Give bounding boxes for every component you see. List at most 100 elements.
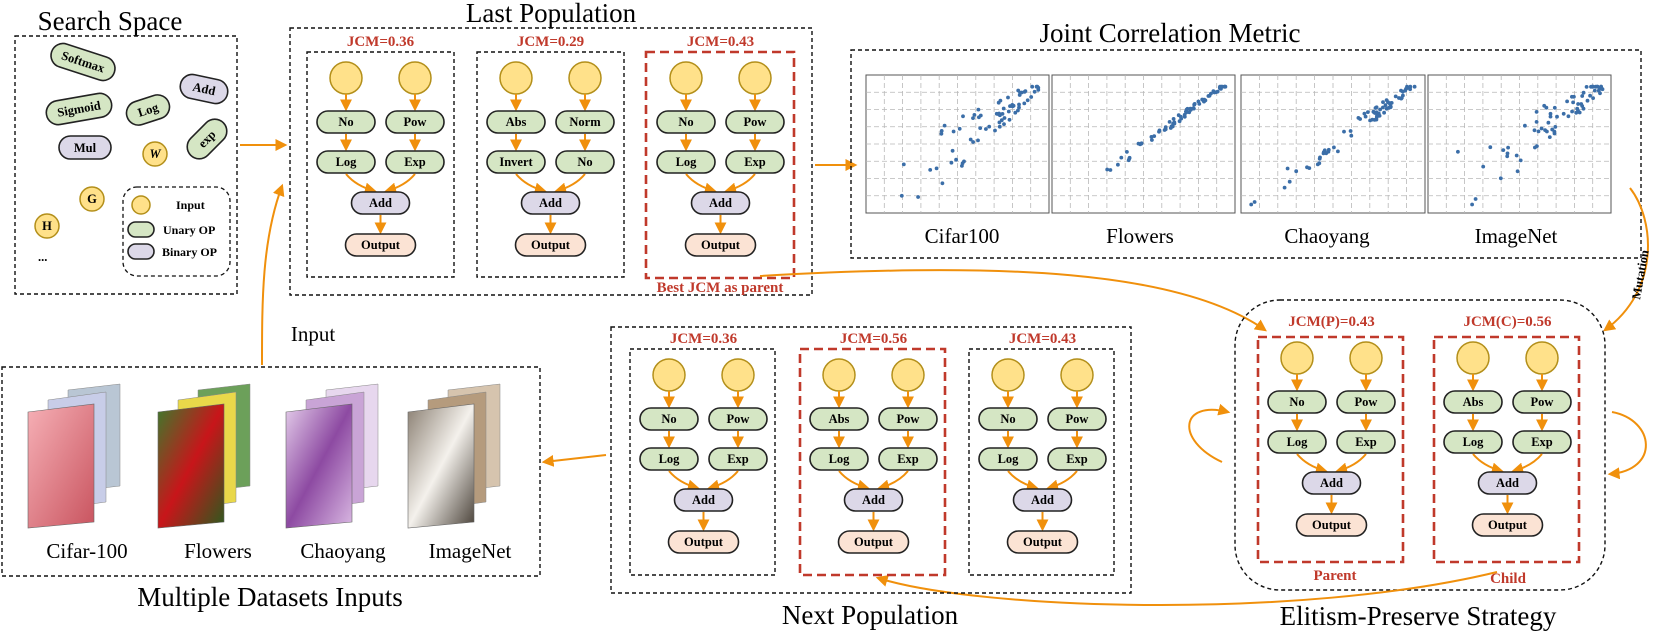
binary-op xyxy=(843,488,904,512)
unary-op-2 xyxy=(1336,390,1396,414)
scatter-point xyxy=(1108,168,1113,172)
unary-op-1-label: No xyxy=(1289,395,1304,409)
scatter-point xyxy=(1321,150,1326,155)
output-node-label: Output xyxy=(1312,518,1352,532)
unary-op-1 xyxy=(809,407,869,431)
scatter-point xyxy=(1600,87,1605,92)
elitism-panel xyxy=(1234,299,1606,591)
binary-op-label: Add xyxy=(1320,476,1343,490)
unary-op-1 xyxy=(978,407,1038,431)
input-node-2 xyxy=(1525,341,1559,375)
scatter-point xyxy=(1184,110,1189,115)
scatter-point xyxy=(1545,129,1549,134)
scatter-point xyxy=(1393,94,1398,99)
binary-op xyxy=(350,191,411,215)
scatter-point xyxy=(984,127,988,131)
plot-label-imagenet: ImageNet xyxy=(1475,224,1558,248)
scatter-point xyxy=(1105,167,1110,172)
scatter-point xyxy=(976,107,981,112)
scatter-point xyxy=(1539,126,1544,131)
scatter-point xyxy=(951,129,956,134)
search-space-panel: Search Space Softmax Add Sigmoid Log exp… xyxy=(14,6,238,295)
scatter-point xyxy=(1032,89,1037,94)
scatter-point xyxy=(1192,106,1196,111)
output-node-label: Output xyxy=(854,535,894,549)
unary-op-4 xyxy=(1336,430,1396,454)
jcm-score: JCM=0.43 xyxy=(687,34,754,50)
scatter-point xyxy=(987,124,992,129)
unary-op-2 xyxy=(385,110,445,134)
output-node-label: Output xyxy=(701,238,741,252)
input-h: H xyxy=(42,219,52,233)
output-node xyxy=(667,530,740,554)
input-label: Input xyxy=(291,322,335,346)
scatter-point xyxy=(1553,125,1558,129)
scatter-point xyxy=(1336,149,1340,154)
scatter-point xyxy=(1514,153,1519,158)
unary-op-1-label: No xyxy=(338,115,353,129)
mutation-label: Mutation xyxy=(1629,249,1651,301)
scatter-point xyxy=(1348,129,1353,133)
output-node-label: Output xyxy=(1488,518,1528,532)
unary-op-1 xyxy=(639,407,699,431)
scatter-point xyxy=(1342,129,1346,134)
scatter-point xyxy=(1591,96,1595,100)
scatter-point xyxy=(1207,93,1212,98)
scatter-point xyxy=(1203,98,1208,103)
scatter-point xyxy=(1318,155,1322,160)
unary-op-1 xyxy=(316,110,376,134)
binary-op xyxy=(1301,471,1362,495)
unary-op-4-label: No xyxy=(577,155,592,169)
scatter-point xyxy=(1252,200,1257,204)
scatter-point xyxy=(1358,117,1362,121)
output-node xyxy=(1295,513,1368,537)
search-space-title: Search Space xyxy=(38,6,183,36)
scatter-point xyxy=(1287,179,1292,184)
scatter-point xyxy=(1381,100,1385,104)
legend-input: Input xyxy=(176,198,205,212)
scatter-point xyxy=(950,148,955,153)
scatter-point xyxy=(1196,99,1201,104)
jcm-score: JCM(P)=0.43 xyxy=(1288,314,1374,330)
scatter-point xyxy=(1548,114,1553,119)
datasets-title: Multiple Datasets Inputs xyxy=(137,582,402,612)
scatter-point xyxy=(939,131,944,136)
scatter-point xyxy=(1552,105,1557,110)
jcm-panel xyxy=(850,49,1642,259)
scatter-point xyxy=(1349,133,1354,138)
scatter-plot-4 xyxy=(1427,74,1612,214)
dataset-stack-3 xyxy=(285,383,379,529)
unary-op-4-label: Exp xyxy=(1066,452,1088,466)
input-node-1 xyxy=(991,358,1025,392)
scatter-point xyxy=(1157,129,1161,134)
output-node-label: Output xyxy=(1023,535,1063,549)
plot-label-cifar100: Cifar100 xyxy=(925,224,1000,248)
unary-op-2 xyxy=(1512,390,1572,414)
scatter-point xyxy=(1371,109,1376,114)
scatter-point xyxy=(1532,128,1537,133)
dataset-stack-4 xyxy=(407,383,501,529)
scatter-point xyxy=(968,137,973,142)
binary-op-label: Add xyxy=(862,493,885,507)
scatter-point xyxy=(1006,109,1011,114)
scatter-point xyxy=(1388,101,1393,106)
scatter-point xyxy=(1498,176,1503,181)
scatter-point xyxy=(1000,112,1005,116)
unary-op-1-label: Abs xyxy=(506,115,527,129)
dataset-label-chaoyang: Chaoyang xyxy=(300,539,386,563)
scatter-point xyxy=(1534,120,1539,124)
scatter-point xyxy=(997,124,1002,129)
scatter-point xyxy=(1007,117,1012,122)
scatter-point xyxy=(1535,144,1539,149)
elitism-title: Elitism-Preserve Strategy xyxy=(1280,601,1557,631)
scatter-point xyxy=(1488,145,1493,150)
unary-op-3-label: Log xyxy=(829,452,851,466)
scatter-point xyxy=(1547,135,1552,140)
scatter-point xyxy=(1400,89,1405,94)
scatter-point xyxy=(1167,120,1172,124)
scatter-point xyxy=(1192,102,1197,106)
scatter-point xyxy=(977,115,981,120)
